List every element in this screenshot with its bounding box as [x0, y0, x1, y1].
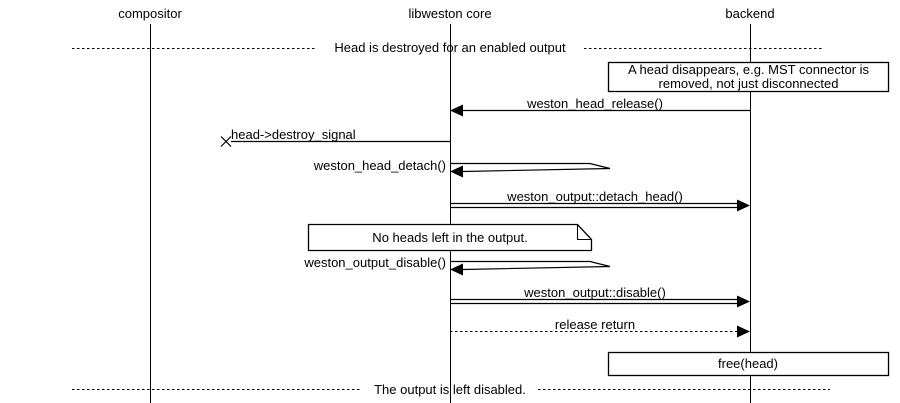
arrow-head-destroy-signal	[220, 136, 450, 147]
arrowhead-right	[737, 199, 750, 212]
message-label-weston-output-disable: weston_output_disable()	[304, 255, 446, 270]
arrowhead-left	[450, 104, 463, 117]
arrow-release-return	[450, 325, 750, 338]
note-head-disappears-line1: A head disappears, e.g. MST connector is	[627, 62, 870, 77]
message-label-release-return: release return	[554, 317, 636, 332]
arrowhead-right	[737, 295, 750, 308]
arrow-weston-output-detach-head	[450, 199, 750, 212]
lost-message-x-icon	[220, 136, 232, 147]
note-fold-corner	[576, 224, 592, 241]
participant-label-libweston-core: libweston core	[408, 6, 492, 21]
message-label-weston-output-detach-head: weston_output::detach_head()	[507, 189, 683, 204]
note-head-disappears-text: A head disappears, e.g. MST connector is…	[608, 63, 889, 91]
participant-label-backend: backend	[725, 6, 775, 21]
arrow-weston-head-release	[450, 104, 750, 117]
arrow-weston-output-disable-call	[450, 295, 750, 308]
note-head-disappears-box	[607, 61, 890, 93]
divider-bottom-label: The output is left disabled.	[374, 382, 526, 397]
arrowhead-left	[450, 165, 463, 178]
arrowhead-left	[450, 263, 463, 276]
arrowhead-right	[737, 325, 750, 338]
divider-top-label: Head is destroyed for an enabled output	[334, 40, 566, 55]
message-label-weston-head-detach: weston_head_detach()	[313, 158, 446, 173]
participant-label-compositor: compositor	[118, 6, 182, 21]
message-label-weston-output-disable-call: weston_output::disable()	[524, 285, 666, 300]
self-arrow-weston-head-detach	[450, 162, 611, 178]
self-arrow-weston-output-disable	[450, 260, 611, 276]
note-no-heads-left-text: No heads left in the output.	[372, 230, 528, 245]
note-no-heads-left-box	[307, 223, 593, 252]
message-label-head-destroy-signal: head->destroy_signal	[231, 127, 356, 142]
action-free-head-text: free(head)	[718, 356, 778, 371]
action-free-head-box	[607, 351, 890, 377]
message-label-weston-head-release: weston_head_release()	[527, 96, 663, 111]
note-head-disappears-line2: removed, not just disconnected	[658, 76, 839, 91]
